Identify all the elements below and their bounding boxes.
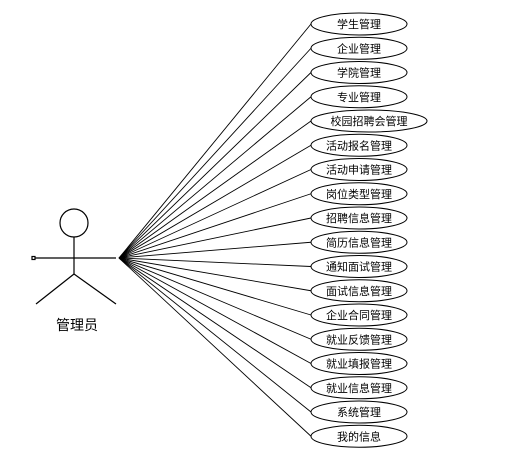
use-case: 系统管理 (310, 400, 408, 424)
use-case-label: 岗位类型管理 (326, 187, 392, 201)
association-line (118, 257, 312, 316)
use-case-ellipse (310, 36, 408, 60)
association-line (118, 257, 312, 292)
use-case-ellipse (310, 400, 408, 424)
use-case-ellipse (310, 12, 408, 36)
use-case-label: 学生管理 (337, 17, 381, 31)
use-case-label: 通知面试管理 (326, 260, 392, 274)
use-case-ellipse (310, 279, 408, 303)
actor-administrator (31, 208, 117, 305)
actor-head (59, 208, 89, 238)
association-line (118, 257, 312, 389)
association-line (118, 96, 312, 259)
use-case: 就业反馈管理 (310, 327, 408, 351)
association-line (118, 257, 312, 413)
actor-label: 管理员 (56, 318, 98, 334)
use-case: 面试信息管理 (310, 279, 408, 303)
use-case: 简历信息管理 (310, 230, 408, 254)
use-case-label: 专业管理 (337, 90, 381, 104)
association-line (118, 193, 312, 259)
use-case-ellipse (310, 376, 408, 400)
use-case: 就业信息管理 (310, 376, 408, 400)
use-case-ellipse (310, 109, 428, 133)
use-case-label: 就业填报管理 (326, 357, 392, 371)
actor-handle (31, 255, 36, 261)
use-case-list: 学生管理企业管理学院管理专业管理校园招聘会管理活动报名管理活动申请管理岗位类型管… (310, 12, 428, 448)
use-case: 学院管理 (310, 61, 408, 84)
use-case-ellipse (310, 85, 408, 109)
use-case-label: 就业反馈管理 (326, 332, 392, 346)
association-line (118, 241, 312, 259)
use-case-ellipse (310, 158, 408, 181)
association-line (118, 217, 312, 259)
use-case-label: 招聘信息管理 (326, 211, 392, 225)
use-case-label: 企业合同管理 (326, 308, 392, 322)
use-case: 活动申请管理 (310, 158, 408, 181)
association-lines (118, 23, 312, 437)
use-case: 就业填报管理 (310, 352, 408, 375)
use-case: 通知面试管理 (310, 255, 408, 278)
use-case-ellipse (310, 133, 408, 157)
use-case-label: 活动报名管理 (326, 138, 392, 152)
association-line (118, 23, 312, 259)
association-line (118, 144, 312, 259)
association-line (118, 47, 312, 259)
association-line (118, 257, 312, 267)
use-case: 招聘信息管理 (310, 206, 408, 230)
use-case-label: 就业信息管理 (326, 381, 392, 395)
use-case: 学生管理 (310, 12, 408, 36)
association-line (118, 169, 312, 259)
use-case-ellipse (310, 182, 408, 206)
use-case: 专业管理 (310, 85, 408, 109)
use-case-ellipse (310, 255, 408, 278)
use-case-label: 面试信息管理 (326, 284, 392, 298)
association-line (118, 257, 312, 437)
association-line (118, 72, 312, 259)
association-line (118, 257, 312, 364)
association-line (118, 120, 312, 259)
use-case-ellipse (310, 303, 408, 327)
use-case-ellipse (310, 352, 408, 375)
use-case-label: 活动申请管理 (326, 163, 392, 177)
actor-right-leg (73, 273, 117, 305)
use-case-label: 企业管理 (337, 41, 381, 55)
use-case: 岗位类型管理 (310, 182, 408, 206)
actor-left-leg (35, 273, 75, 305)
use-case-ellipse (310, 61, 408, 84)
use-case-label: 简历信息管理 (326, 235, 392, 249)
use-case-label: 校园招聘会管理 (331, 114, 408, 128)
use-case-ellipse (310, 230, 408, 254)
use-case: 企业管理 (310, 36, 408, 60)
use-case-ellipse (310, 327, 408, 351)
use-case: 企业合同管理 (310, 303, 408, 327)
use-case: 校园招聘会管理 (310, 109, 428, 133)
use-case-label: 我的信息 (337, 429, 381, 443)
use-case-ellipse (310, 206, 408, 230)
use-case: 我的信息 (310, 424, 408, 448)
association-line (118, 257, 312, 340)
use-case-ellipse (310, 424, 408, 448)
use-case-label: 学院管理 (337, 66, 381, 80)
use-case: 活动报名管理 (310, 133, 408, 157)
use-case-label: 系统管理 (337, 405, 381, 419)
